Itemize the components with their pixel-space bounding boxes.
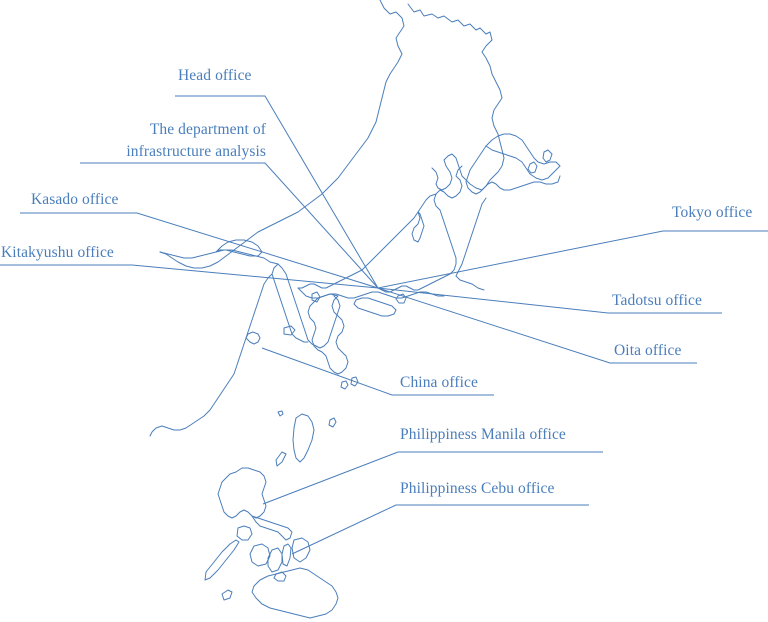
coastline-kyushu	[307, 293, 349, 375]
label-oita-office-text: Oita office	[614, 342, 682, 359]
coastline-china-shandong	[215, 239, 263, 257]
island-tanegashima	[350, 376, 359, 387]
label-cebu-office[interactable]: Philippiness Cebu office	[400, 479, 555, 498]
coastline-china-bay	[245, 331, 261, 345]
island-panay	[249, 543, 271, 567]
label-infrastructure-line2: infrastructure analysis	[126, 143, 266, 160]
coastline-korea-west	[271, 263, 309, 343]
island-okinawa	[275, 451, 287, 467]
label-head-office[interactable]: Head office	[178, 66, 252, 85]
leader-oita-office	[377, 287, 697, 364]
coastline-honshu-north	[377, 165, 463, 293]
coastline-kamchatka-sakhalin	[407, 3, 505, 191]
coastline-noto	[411, 211, 425, 243]
leader-tadotsu-office	[377, 287, 722, 314]
leader-kitakyushu-office	[0, 264, 379, 289]
label-head-office-text: Head office	[178, 67, 252, 84]
island-amami	[328, 417, 337, 428]
island-cebu-strip	[281, 543, 292, 567]
coastline-hokkaido	[485, 133, 561, 181]
label-china-office[interactable]: China office	[400, 373, 478, 392]
island-mindoro	[236, 525, 253, 541]
label-manila-office[interactable]: Philippiness Manila office	[400, 425, 566, 444]
label-kitakyushu-office-text: Kitakyushu office	[1, 244, 114, 261]
coastline-china-east	[149, 273, 273, 437]
island-awaji	[395, 293, 407, 304]
coastline-luzon	[217, 467, 267, 519]
label-kasado-office-text: Kasado office	[31, 191, 119, 208]
island-tsushima	[311, 291, 321, 303]
label-manila-office-text: Philippiness Manila office	[400, 426, 566, 443]
leader-head-office	[175, 95, 379, 289]
label-infrastructure-line1: The department of	[149, 121, 266, 138]
coastline-luzon-south	[251, 515, 293, 541]
label-kasado-office[interactable]: Kasado office	[31, 190, 119, 209]
island-sulu	[221, 589, 233, 601]
coastline-hokkaido-main	[465, 145, 561, 195]
coastlines	[149, 0, 561, 619]
label-cebu-office-text: Philippiness Cebu office	[400, 480, 555, 497]
label-tadotsu-office-text: Tadotsu office	[612, 292, 702, 309]
leader-cebu-office	[291, 504, 589, 555]
island-negros	[267, 547, 283, 573]
label-infrastructure-analysis[interactable]: The department of infrastructure analysi…	[60, 119, 266, 163]
leader-tokyo-office	[377, 230, 768, 289]
label-tokyo-office-text: Tokyo office	[672, 204, 753, 221]
coastline-shikoku	[353, 297, 397, 317]
label-china-office-text: China office	[400, 374, 478, 391]
island-hainan-dot	[277, 410, 284, 417]
coastline-korea	[277, 263, 341, 349]
leader-lines	[0, 95, 768, 555]
leader-manila-office	[262, 451, 603, 505]
island-etorofu	[527, 161, 538, 174]
coastline-china-north	[159, 249, 279, 265]
island-samar-leyte	[291, 537, 311, 563]
leader-china-office	[261, 347, 494, 396]
coastline-mindanao	[251, 567, 339, 619]
island-kunashiri	[542, 149, 553, 163]
coastline-honshu-west	[297, 193, 437, 289]
island-yakushima	[340, 380, 349, 390]
leader-infrastructure	[80, 162, 379, 289]
label-tadotsu-office[interactable]: Tadotsu office	[612, 291, 702, 310]
label-oita-office[interactable]: Oita office	[614, 341, 682, 360]
label-tokyo-office[interactable]: Tokyo office	[672, 203, 752, 222]
island-palawan	[204, 539, 240, 581]
island-taiwan	[292, 413, 315, 463]
coastline-sakhalin-west	[159, 0, 405, 269]
coastline-honshu-east	[455, 197, 487, 291]
leader-kasado-office	[20, 212, 379, 289]
label-kitakyushu-office[interactable]: Kitakyushu office	[1, 243, 114, 262]
island-jeju	[283, 325, 296, 336]
